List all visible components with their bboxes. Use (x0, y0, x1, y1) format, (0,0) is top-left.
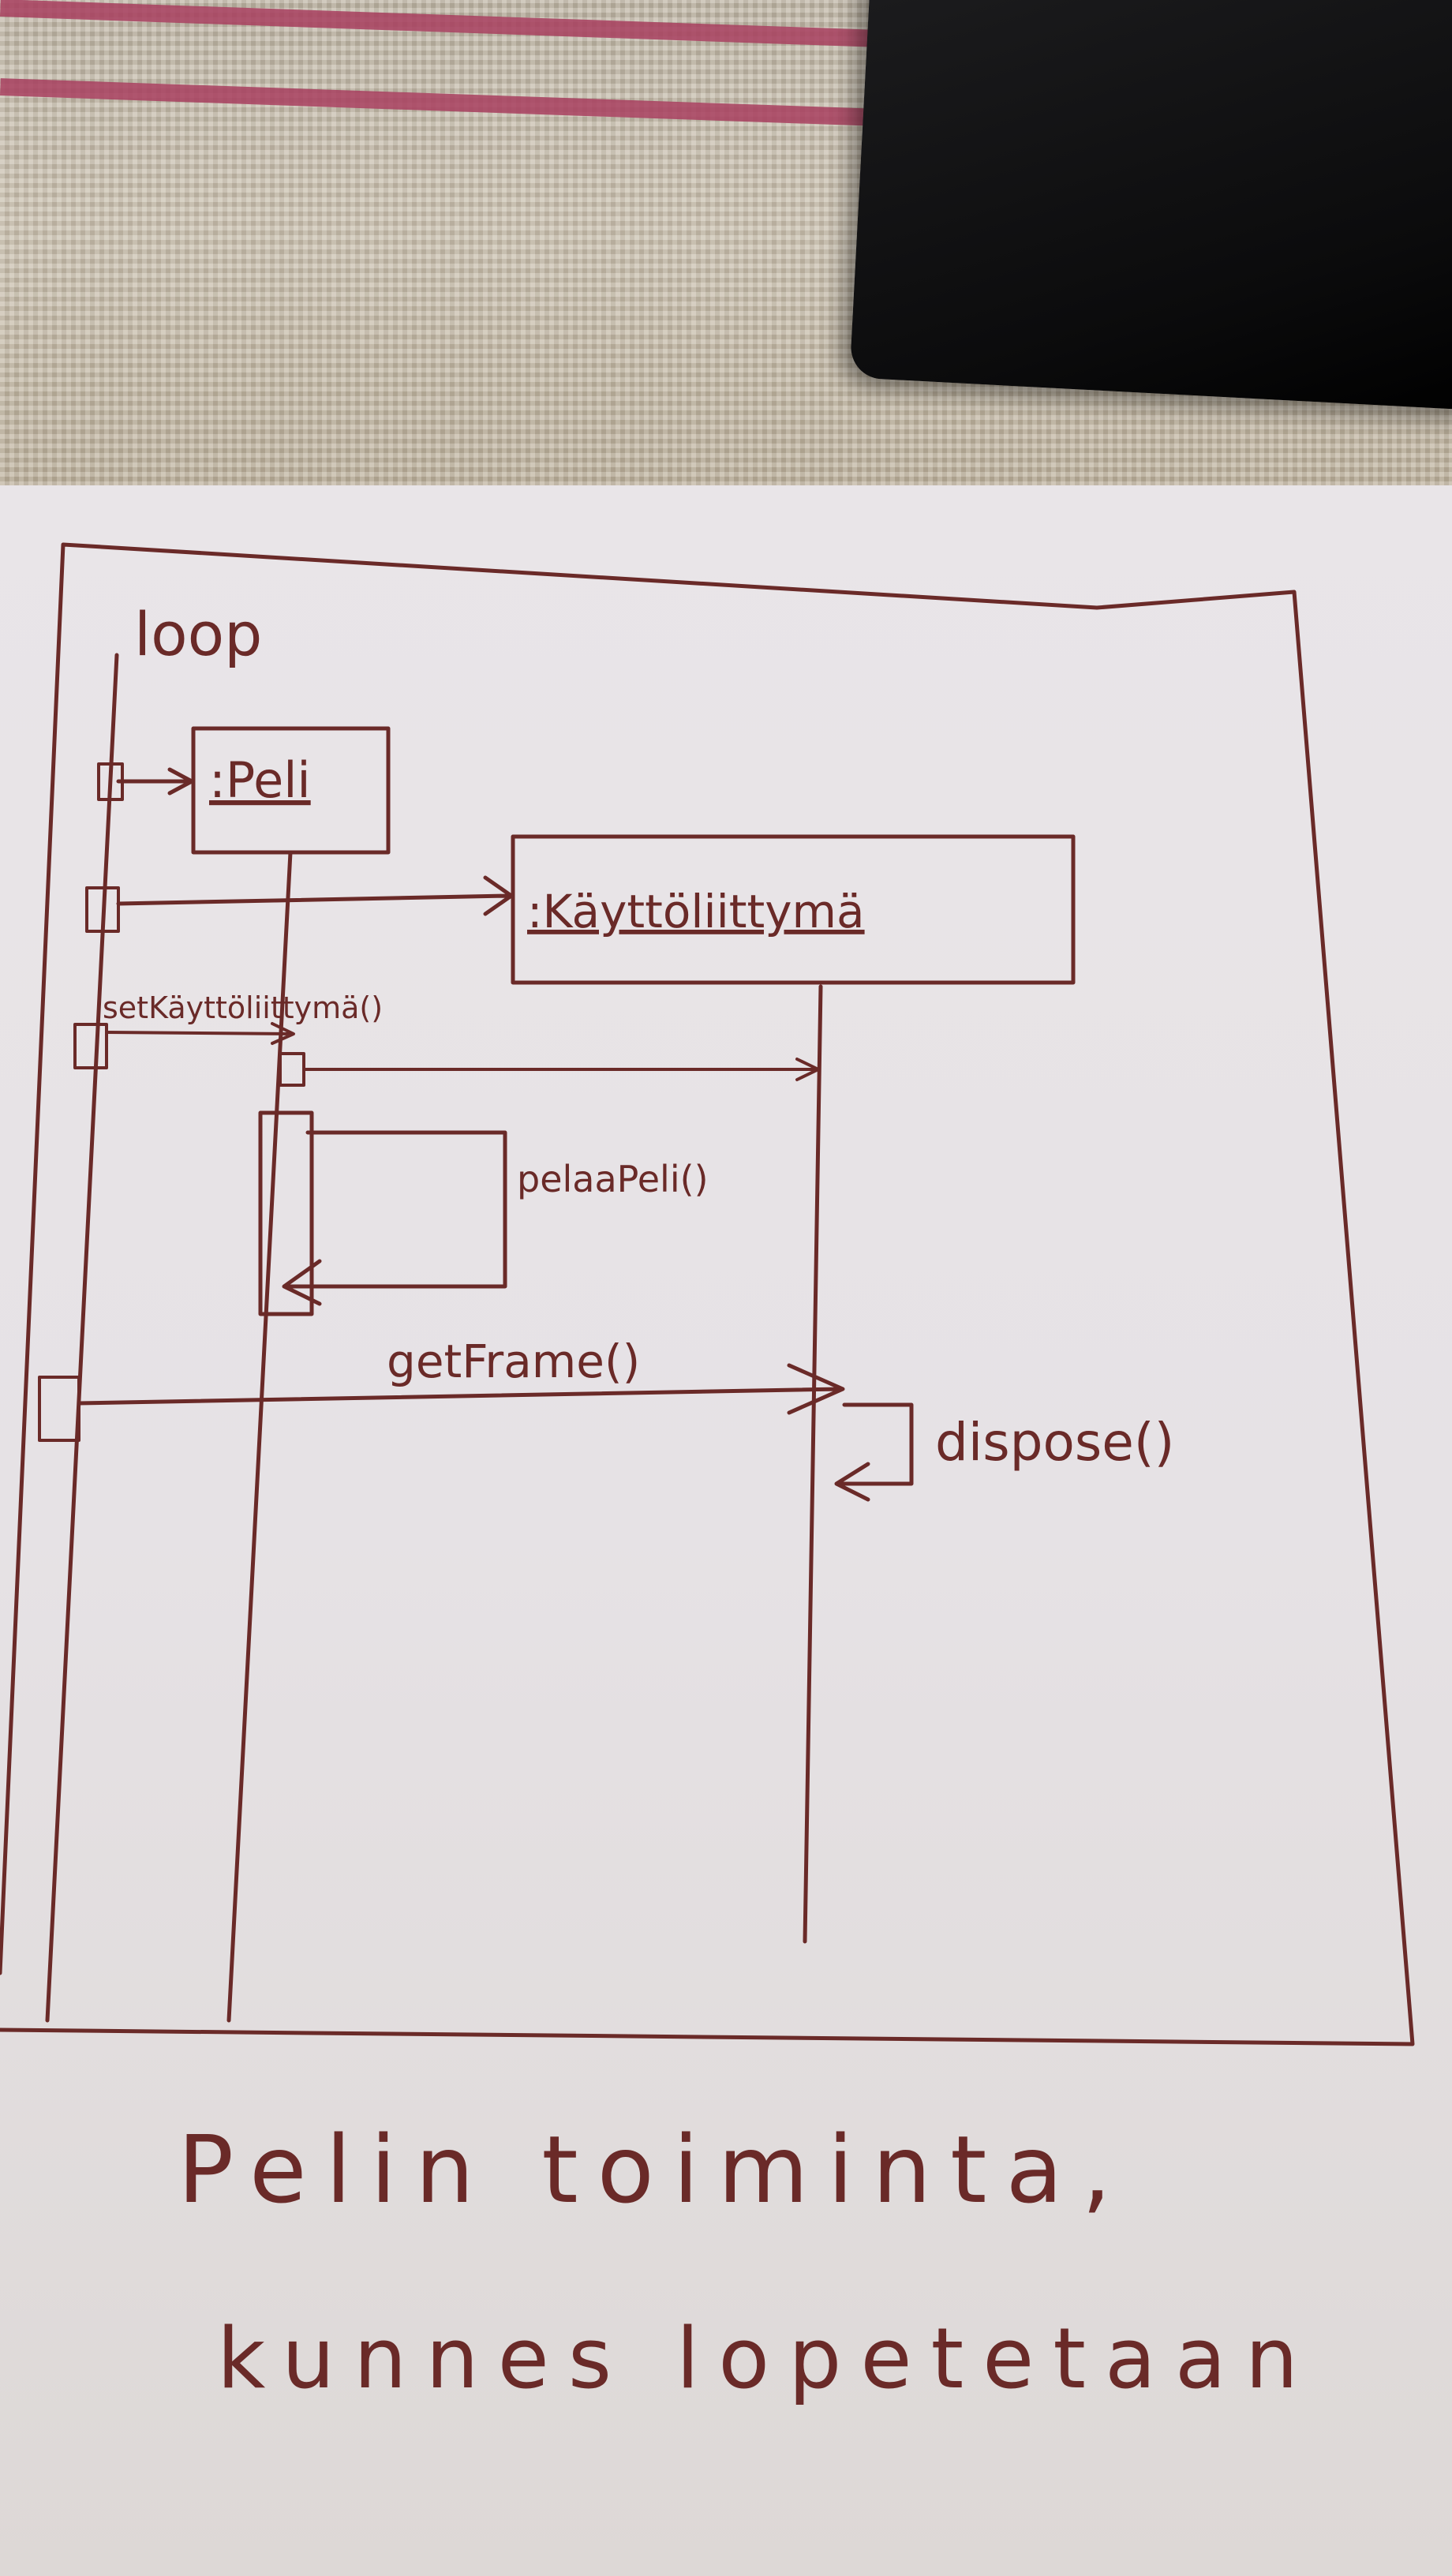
dispose-self-arrow (834, 1402, 914, 1502)
peli-object-label: :Peli (209, 751, 311, 809)
activation-box (38, 1376, 80, 1442)
create-peli-arrow (116, 767, 194, 796)
activation-box (279, 1052, 305, 1087)
set-kayttoliittyma-label: setKäyttöliittymä() (103, 990, 383, 1025)
pelaa-peli-self-arrow (282, 1130, 507, 1306)
activation-box (85, 886, 120, 933)
get-frame-label: getFrame() (387, 1335, 640, 1388)
loop-frame (0, 542, 1415, 2046)
kayttoliittyma-lifeline (803, 984, 823, 1944)
create-kayttoliittyma-arrow (116, 875, 514, 916)
activation-box (73, 1023, 108, 1069)
peli-activation-box (258, 1110, 314, 1316)
caption-line-2: kunnes lopetetaan (217, 2310, 1317, 2407)
get-frame-arrow (77, 1363, 845, 1415)
dispose-label: dispose() (935, 1412, 1174, 1473)
loop-label: loop (134, 599, 262, 669)
kayttoliittyma-object-label: :Käyttöliittymä (527, 885, 865, 938)
kayttoliittyma-object-box (511, 834, 1076, 985)
pelaa-peli-label: pelaaPeli() (517, 1158, 709, 1200)
paper-sheet (0, 485, 1452, 2576)
actor-lifeline (45, 653, 119, 2023)
set-kayttoliittyma-arrow (105, 1022, 295, 1045)
peli-to-kayttoliittyma-arrow (302, 1058, 820, 1081)
caption-line-1: Pelin toiminta, (178, 2115, 1130, 2224)
peli-lifeline (226, 850, 293, 2023)
